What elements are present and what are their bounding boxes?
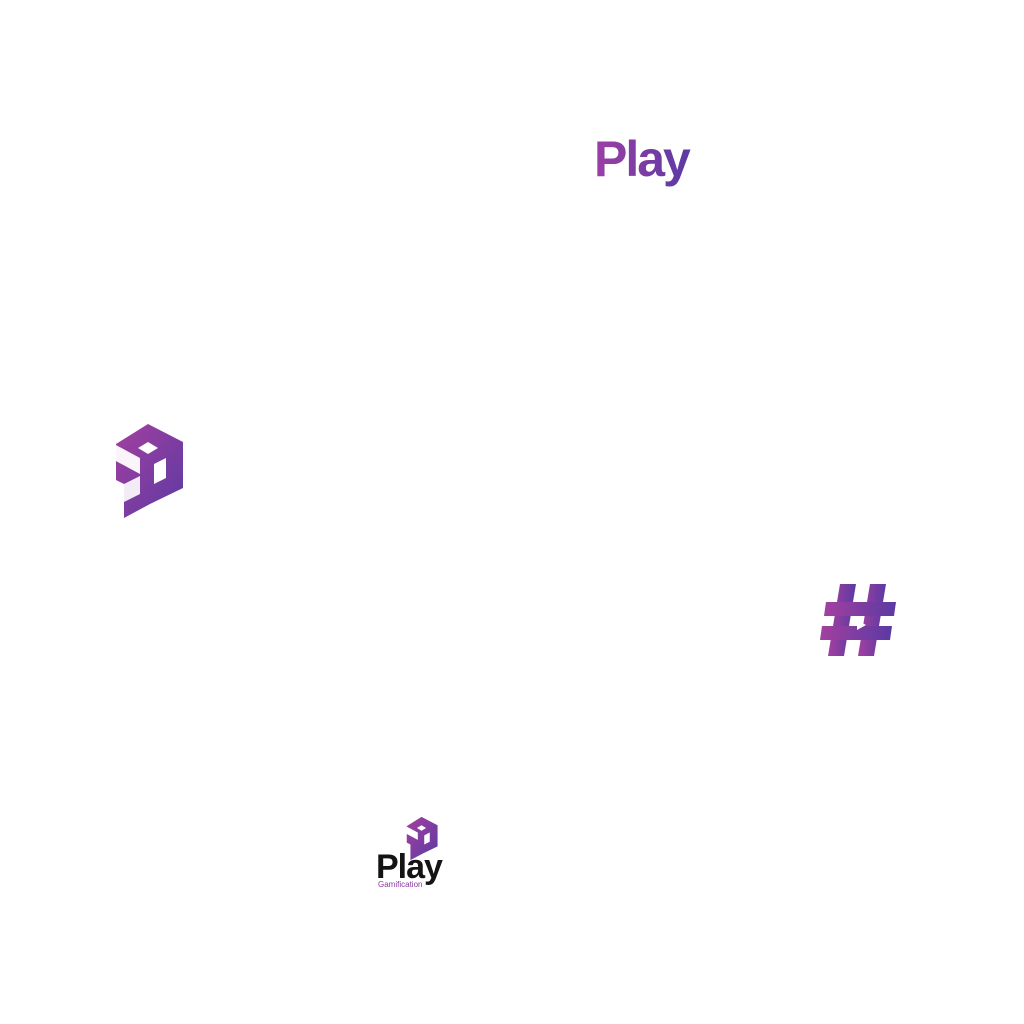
- combined-logo-tagline: Gamification: [378, 880, 422, 889]
- play-gamification-logo: Play Gamification: [376, 816, 444, 889]
- isometric-cube-play-icon: [114, 424, 183, 518]
- wordmark-text: Play: [594, 132, 691, 187]
- hashtag-icon: [820, 584, 896, 656]
- play-wordmark-logo: Play: [594, 132, 693, 187]
- combined-logo-wordmark: Play: [376, 848, 443, 886]
